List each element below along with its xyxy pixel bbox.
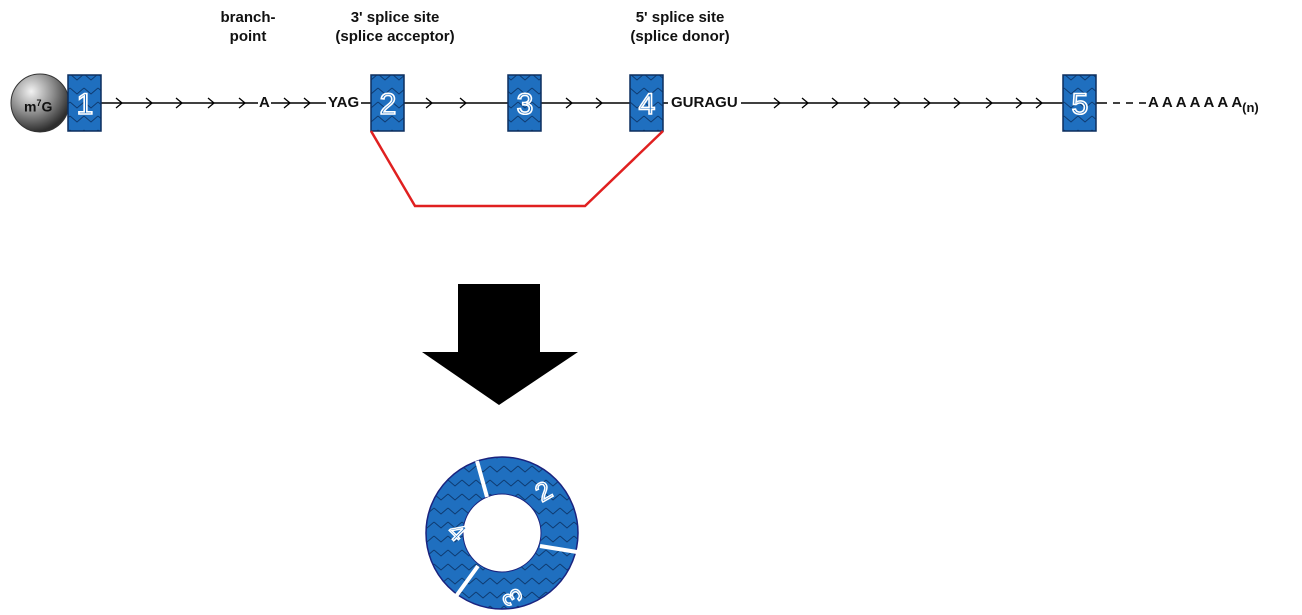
down-arrow — [422, 284, 578, 405]
exon-2-number: 2 — [380, 88, 397, 121]
strand-arrowhead — [893, 97, 902, 109]
strand-arrowhead — [1015, 97, 1024, 109]
exon-1 — [67, 74, 102, 132]
donor-motif: GURAGU — [668, 94, 741, 112]
branchpoint-label: branch- point — [220, 9, 276, 45]
circle-junction-1 — [475, 460, 489, 498]
strand-arrowhead — [953, 97, 962, 109]
exon-4 — [629, 74, 664, 132]
acceptor-motif: YAG — [326, 94, 362, 112]
exon-3 — [507, 74, 542, 132]
strand-arrowhead — [238, 97, 247, 109]
cap-label: m7G — [24, 98, 53, 115]
branch-point-a: A — [258, 94, 271, 112]
strand-arrowhead — [115, 97, 124, 109]
strand-arrowhead — [459, 97, 468, 109]
exon-1-number: 1 — [77, 88, 94, 121]
strand-arrowhead — [1035, 97, 1044, 109]
circle-junction-2 — [539, 544, 578, 554]
exon-2 — [370, 74, 405, 132]
strand-arrowhead — [425, 97, 434, 109]
strand-arrowhead — [303, 97, 312, 109]
strand-arrowhead — [145, 97, 154, 109]
strand-arrowhead — [565, 97, 574, 109]
polya-tail: A A A A A A A(n) — [1148, 94, 1259, 115]
strand-arrowhead — [923, 97, 932, 109]
strand-arrowhead — [207, 97, 216, 109]
three-prime-splice-site-label: 3' splice site (splice acceptor) — [335, 9, 455, 45]
exon-4-number: 4 — [639, 88, 656, 121]
strand-arrowhead — [773, 97, 782, 109]
strand-arrowhead — [175, 97, 184, 109]
strand-arrowhead — [831, 97, 840, 109]
strand-arrowhead — [801, 97, 810, 109]
strand-direction-arrows — [115, 97, 1044, 109]
exon-3-number: 3 — [517, 88, 534, 121]
five-prime-splice-site-label: 5' splice site (splice donor) — [630, 9, 730, 45]
strand-arrowhead — [283, 97, 292, 109]
circular-rna — [425, 456, 579, 610]
exon-5 — [1062, 74, 1097, 132]
strand-arrowhead — [863, 97, 872, 109]
circle-junction-3 — [452, 564, 480, 601]
exon-5-number: 5 — [1072, 88, 1089, 121]
strand-arrowhead — [985, 97, 994, 109]
backsplice-connector — [369, 130, 664, 208]
strand-arrowhead — [595, 97, 604, 109]
